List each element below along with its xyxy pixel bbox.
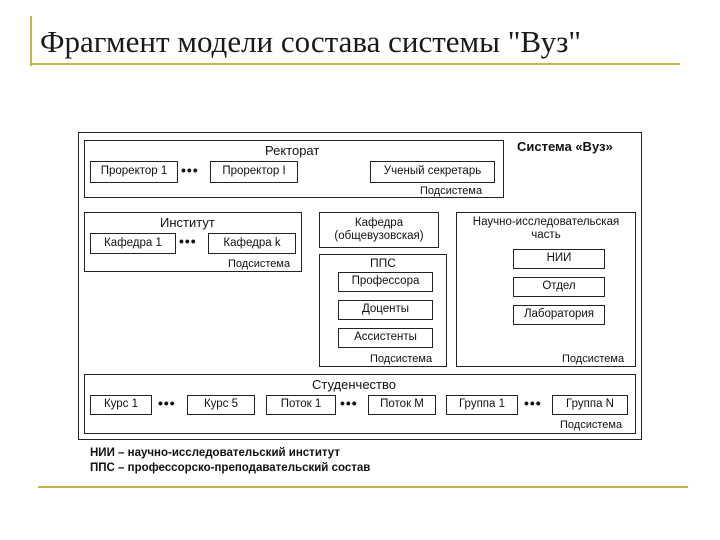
group-n-box: Группа N bbox=[552, 395, 628, 415]
ellipsis: ••• bbox=[340, 395, 358, 411]
subsystem-label: Подсистема bbox=[228, 258, 291, 270]
dept-k-box: Кафедра k bbox=[208, 233, 296, 254]
title-accent-line bbox=[30, 16, 32, 66]
students-frame bbox=[84, 374, 636, 434]
docents-box: Доценты bbox=[338, 300, 433, 320]
course-5-box: Курс 5 bbox=[187, 395, 255, 415]
bottom-line bbox=[38, 486, 688, 488]
laboratory-box: Лаборатория bbox=[513, 305, 605, 325]
research-title: Научно-исследовательская часть bbox=[460, 215, 632, 243]
ellipsis: ••• bbox=[158, 395, 176, 411]
institute-title: Институт bbox=[160, 215, 215, 230]
system-label: Система «Вуз» bbox=[517, 139, 613, 154]
stream-m-box: Поток M bbox=[368, 395, 436, 415]
pps-title: ППС bbox=[370, 256, 396, 270]
secretary-box: Ученый секретарь bbox=[370, 161, 495, 183]
subsystem-label: Подсистема bbox=[562, 353, 625, 365]
students-title: Студенчество bbox=[312, 377, 396, 392]
ellipsis: ••• bbox=[181, 162, 199, 178]
course-1-box: Курс 1 bbox=[90, 395, 152, 415]
prorector-i-box: Проректор I bbox=[210, 161, 298, 183]
professors-box: Профессора bbox=[338, 272, 433, 292]
ellipsis: ••• bbox=[524, 395, 542, 411]
legend-nii: НИИ – научно-исследовательский институт bbox=[90, 447, 340, 459]
stream-1-box: Поток 1 bbox=[266, 395, 336, 415]
subsystem-label: Подсистема bbox=[370, 353, 433, 365]
group-1-box: Группа 1 bbox=[446, 395, 518, 415]
subsystem-label: Подсистема bbox=[560, 419, 623, 431]
department-box: Отдел bbox=[513, 277, 605, 297]
title-underline bbox=[30, 63, 680, 65]
nii-box: НИИ bbox=[513, 249, 605, 269]
assistants-box: Ассистенты bbox=[338, 328, 433, 348]
rectorate-title: Ректорат bbox=[265, 143, 320, 158]
subsystem-label: Подсистема bbox=[420, 185, 483, 197]
dept-1-box: Кафедра 1 bbox=[90, 233, 176, 254]
prorector-1-box: Проректор 1 bbox=[90, 161, 178, 183]
general-dept-box: Кафедра (общевузовская) bbox=[319, 212, 439, 248]
legend-pps: ППС – профессорско-преподавательский сос… bbox=[90, 462, 371, 474]
ellipsis: ••• bbox=[179, 233, 197, 249]
slide-title: Фрагмент модели состава системы "Вуз" bbox=[40, 24, 582, 59]
